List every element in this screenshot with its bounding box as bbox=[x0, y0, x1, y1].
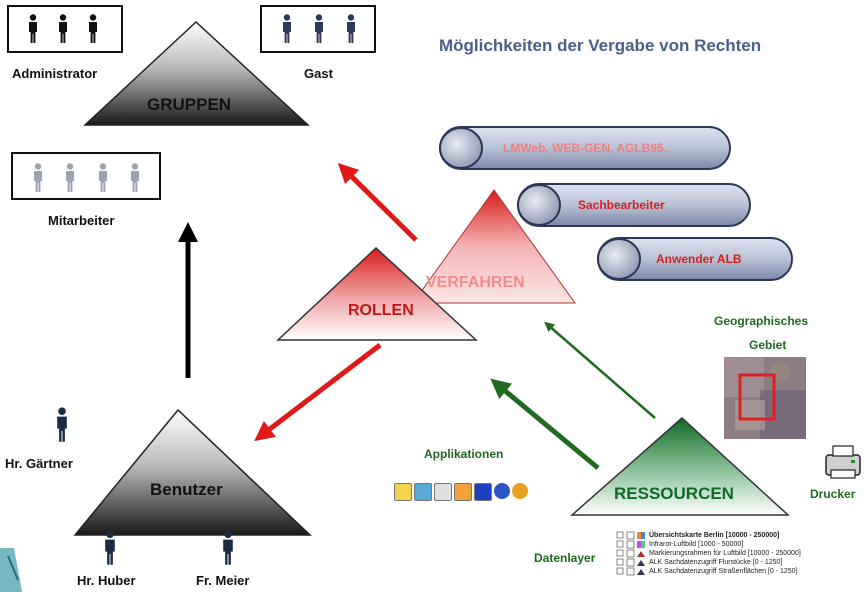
diagram-title: Möglichkeiten der Vergabe von Rechten bbox=[439, 36, 762, 55]
guest-people bbox=[283, 14, 355, 44]
verfahren-label: VERFAHREN bbox=[426, 274, 525, 291]
pill-anwender-alb bbox=[597, 237, 793, 281]
triangle-ressourcen bbox=[570, 416, 790, 516]
layer-type-icons bbox=[637, 532, 645, 575]
tools-icon bbox=[414, 483, 432, 501]
staff-label: Mitarbeiter bbox=[48, 213, 115, 228]
layer-item[interactable]: Infrarot-Luftbild [1000 - 50000] bbox=[649, 541, 744, 548]
guest-label: Gast bbox=[304, 66, 333, 81]
pill-sachbearbeiter-label: Sachbearbeiter bbox=[578, 198, 665, 212]
admin-box bbox=[7, 5, 123, 53]
admin-label: Administrator bbox=[12, 66, 98, 81]
pill-lmweb bbox=[439, 126, 731, 170]
guest-box bbox=[260, 5, 376, 53]
benutzer-label: Benutzer bbox=[150, 480, 223, 499]
geo-label-line2: Gebiet bbox=[749, 338, 787, 352]
speaker-icon bbox=[434, 483, 452, 501]
pencil-icon bbox=[394, 483, 412, 501]
arrow-ressourcen-to-rollen bbox=[490, 378, 600, 470]
geo-label-line1: Geographisches bbox=[714, 314, 809, 328]
layers-label: Datenlayer bbox=[534, 551, 596, 565]
staff-box bbox=[11, 152, 161, 200]
layer-item[interactable]: Übersichtskarte Berlin [10000 - 250000] bbox=[649, 532, 780, 539]
user-meier-label: Fr. Meier bbox=[196, 573, 250, 588]
arrow-rollen-to-gruppen bbox=[337, 162, 418, 242]
logo-icon bbox=[0, 548, 22, 592]
admin-people bbox=[29, 14, 97, 44]
magnify-icon bbox=[454, 483, 472, 501]
rollen-label: ROLLEN bbox=[348, 302, 414, 319]
triangle-benutzer bbox=[73, 408, 312, 536]
signal-icon bbox=[494, 483, 510, 499]
geo-map-image bbox=[724, 357, 806, 439]
user-gaertner-label: Hr. Gärtner bbox=[5, 456, 73, 471]
layer-tree bbox=[616, 531, 635, 576]
printer-icon bbox=[825, 445, 861, 479]
layer-item[interactable]: Markierungsrahmen für Luftbild [10000 - … bbox=[649, 550, 801, 557]
staff-people bbox=[34, 163, 139, 192]
pill-anwender-alb-label: Anwender ALB bbox=[656, 252, 742, 266]
triangle-verfahren bbox=[412, 189, 576, 304]
pill-sachbearbeiter bbox=[517, 183, 751, 227]
app-toolbar bbox=[394, 483, 528, 501]
arrow-geo-to-verfahren bbox=[544, 321, 656, 419]
apps-label: Applikationen bbox=[424, 447, 504, 461]
gruppen-label: GRUPPEN bbox=[147, 95, 232, 114]
layer-item[interactable]: ALK Sachdatenzugriff Flurstücke [0 - 125… bbox=[649, 559, 783, 566]
pill-lmweb-label: LMWeb, WEB-GEN, AGLB95.. bbox=[503, 141, 671, 155]
triangle-gruppen bbox=[83, 20, 310, 126]
triangle-rollen bbox=[276, 246, 478, 341]
ressourcen-label: RESSOURCEN bbox=[614, 484, 734, 503]
printer-label: Drucker bbox=[810, 487, 856, 501]
globe-icon bbox=[512, 483, 528, 499]
de-flag-icon bbox=[474, 483, 492, 501]
layer-item[interactable]: ALK Sachdatenzugriff Straßenflächen [0 -… bbox=[649, 568, 798, 575]
user-huber-label: Hr. Huber bbox=[77, 573, 136, 588]
arrow-rollen-to-benutzer bbox=[254, 343, 382, 442]
